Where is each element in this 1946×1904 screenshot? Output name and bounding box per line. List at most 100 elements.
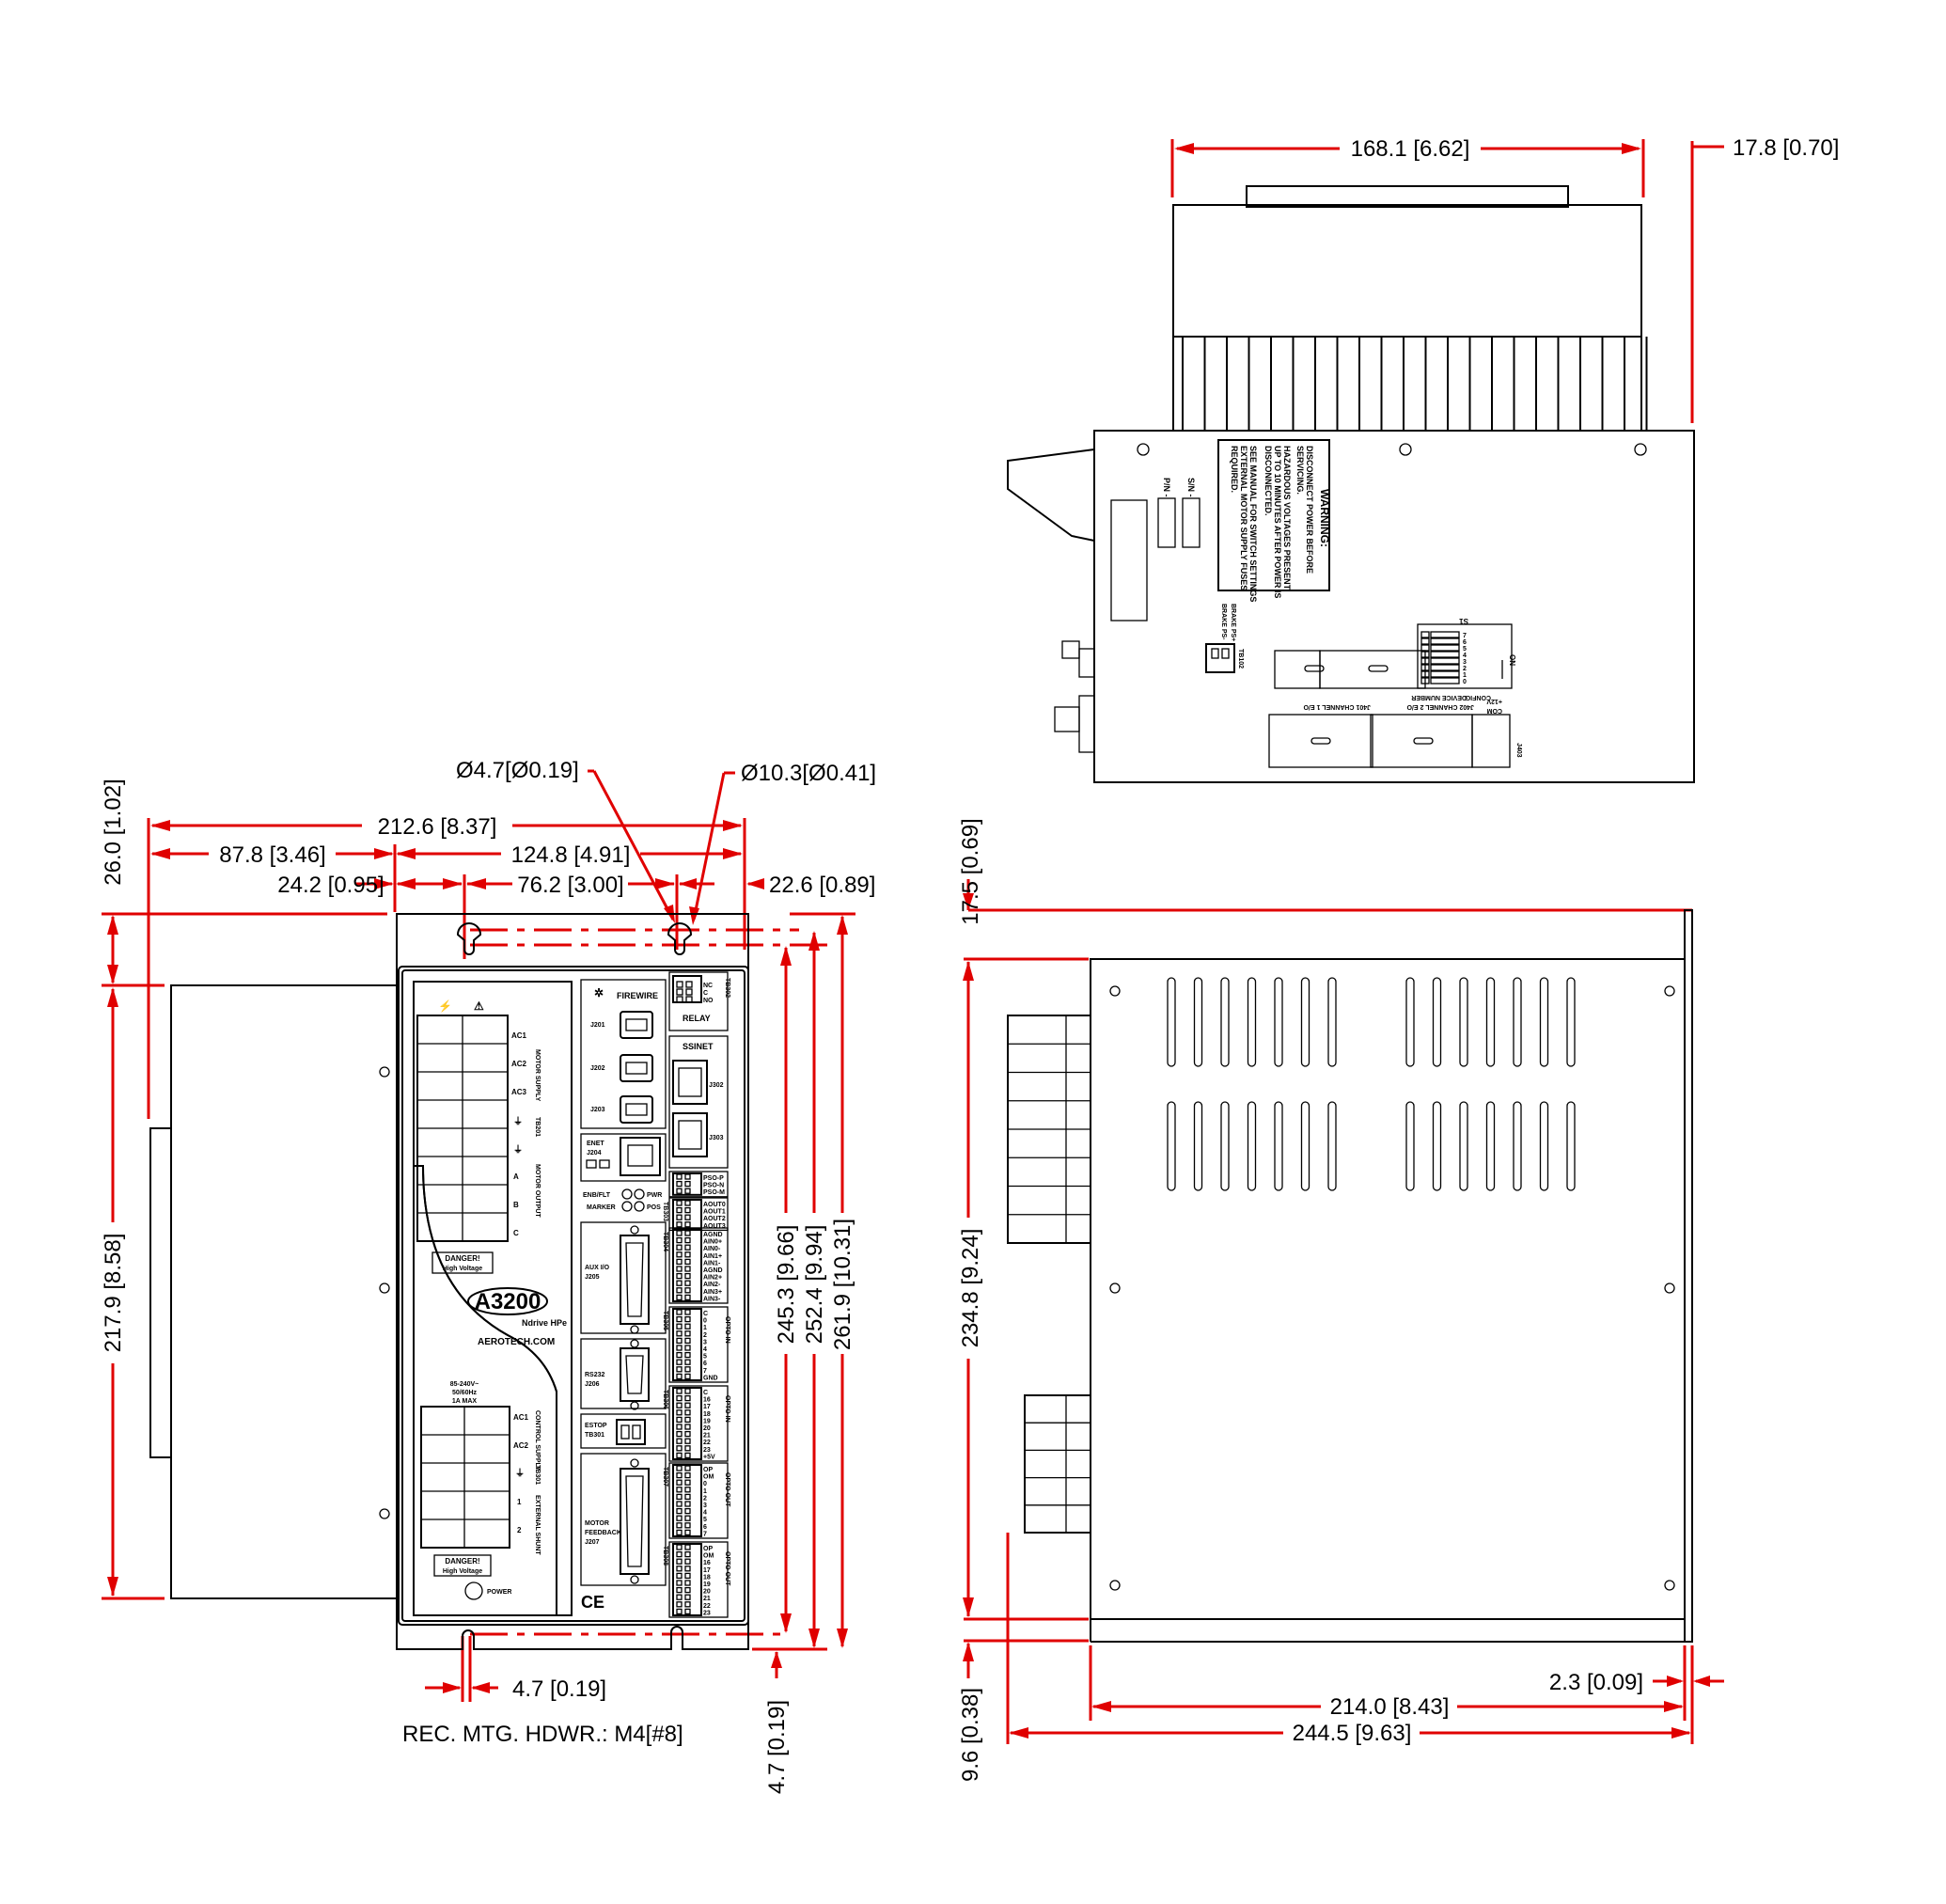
top-body	[1093, 430, 1695, 783]
terminal-pin	[684, 1330, 691, 1337]
warning-line: DISCONNECTED.	[1263, 446, 1273, 516]
terminal-pin	[676, 1230, 683, 1236]
terminal-pin	[684, 1337, 691, 1345]
ground-icon: ⏚	[513, 1116, 523, 1127]
high-voltage-text: High Voltage	[443, 1266, 482, 1272]
j201-port	[620, 1011, 653, 1039]
terminal-pin	[684, 1280, 691, 1286]
dip-cell	[1420, 670, 1430, 678]
tb301-terminal-block	[420, 1406, 510, 1549]
dim-front-hole-spacing: 76.2 [3.00]	[466, 873, 675, 898]
vent-slot	[1327, 977, 1337, 1067]
terminal-pin	[684, 1214, 691, 1220]
j204-label: J204	[587, 1150, 602, 1157]
sn-field	[1182, 497, 1201, 548]
feedback-label: FEEDBACK	[585, 1530, 621, 1536]
terminal-pin-label: PSO-N	[703, 1183, 724, 1189]
terminal-pin-label: 4	[703, 1346, 707, 1353]
terminal-pin	[676, 1402, 683, 1408]
dip-switch	[1430, 664, 1460, 671]
terminal-pin	[684, 1594, 691, 1600]
model-text: Ndrive HPe	[522, 1318, 567, 1328]
vent-slot	[1485, 1101, 1496, 1191]
terminal-pin	[684, 1272, 691, 1280]
control-supply-label: CONTROL SUPPLY	[534, 1410, 541, 1471]
terminal-pin	[684, 1366, 691, 1373]
dim-front-edge-to-hole-label: 24.2 [0.95]	[277, 873, 384, 898]
terminal-pin	[684, 1359, 691, 1365]
vent-slot	[1327, 1101, 1337, 1191]
warning-line: REQUIRED.	[1230, 446, 1239, 493]
terminal-pin-label: 17	[703, 1404, 711, 1410]
terminal-pin-label: 22	[703, 1440, 711, 1446]
j203-port	[620, 1095, 653, 1124]
power-label: POWER	[487, 1589, 511, 1596]
motor-c-label: C	[513, 1229, 519, 1237]
terminal-pin	[676, 1337, 683, 1345]
terminal-pin	[684, 1287, 691, 1294]
terminal-pin-label: 3	[703, 1503, 707, 1509]
vent-slot	[1539, 977, 1549, 1067]
terminal-pin-label: C	[703, 1311, 708, 1317]
terminal-pin-label: AOUT2	[703, 1216, 726, 1222]
dip-switch	[1430, 637, 1460, 645]
terminal-pin-label: 16	[703, 1397, 711, 1404]
terminal-pin	[676, 1345, 683, 1351]
dip-digit-label: 2	[1463, 666, 1467, 672]
warning-line: EXTERNAL MOTOR SUPPLY FUSES	[1239, 446, 1248, 590]
terminal-pin-label: OP	[703, 1467, 713, 1473]
terminal-pin	[684, 1438, 691, 1444]
terminal-pin-label: AIN0-	[703, 1246, 721, 1252]
terminal-pin	[684, 1345, 691, 1351]
terminal-pin	[676, 1487, 683, 1493]
terminal-pin	[684, 1558, 691, 1565]
terminal-pin	[684, 1550, 691, 1558]
terminal-strip-connector	[672, 1308, 702, 1381]
top-view: 168.1 [6.62] 17.8 [0.70]	[1007, 135, 1839, 783]
ac1-label: AC1	[511, 1031, 527, 1040]
tb301-estop-label: TB301	[585, 1432, 604, 1439]
terminal-pin	[676, 1280, 683, 1286]
brake-minus-label: BRAKE PS-	[1220, 604, 1227, 640]
terminal-pin	[684, 1507, 691, 1515]
terminal-strip	[668, 1306, 729, 1383]
terminal-pin-label: 7	[703, 1368, 707, 1375]
vent-slot	[1220, 1101, 1230, 1191]
dip-digit-label: 1	[1463, 672, 1467, 679]
warning-line: SEE MANUAL FOR SWITCH SETTINGS	[1248, 446, 1258, 602]
dim-front-hole-to-hole-label: 245.3 [9.66]	[774, 1225, 799, 1345]
j303-port	[672, 1112, 708, 1157]
motor-feedback-group	[580, 1453, 667, 1586]
terminal-strip-connector	[672, 1464, 702, 1537]
dim-front-heatsink-height-label: 217.9 [8.58]	[101, 1234, 126, 1353]
led	[634, 1188, 645, 1200]
j205-port	[620, 1235, 650, 1325]
plus12v-label: +12V	[1486, 698, 1502, 704]
terminal-pin	[676, 1601, 683, 1608]
terminal-pin	[685, 988, 693, 996]
tb302-label: TB302	[724, 978, 730, 998]
terminal-pin	[684, 1586, 691, 1594]
terminal-pin	[676, 1572, 683, 1580]
terminal-pin	[676, 1493, 683, 1501]
terminal-pin	[676, 1272, 683, 1280]
warning-title: WARNING:	[1318, 489, 1331, 547]
terminal-pin	[684, 1206, 691, 1214]
j205-label: J205	[585, 1274, 600, 1281]
dim-top-flange: 17.8 [0.70]	[1690, 135, 1839, 423]
terminal-pin-label: AOUT0	[703, 1202, 726, 1208]
front-heatsink	[170, 984, 398, 1599]
terminal-pin-label: GND	[703, 1375, 718, 1381]
dim-side-total-depth-label: 244.5 [9.63]	[1293, 1721, 1412, 1746]
terminal-pin-label: 23	[703, 1447, 711, 1454]
side-view: 17.5 [0.69] 234.8 [9.24] 9.6 [0.38]	[958, 818, 1724, 1782]
side-body	[1090, 958, 1686, 1620]
estop-connector	[616, 1419, 646, 1445]
led	[621, 1201, 633, 1212]
vent-slot	[1193, 1101, 1203, 1191]
j302-label: J302	[709, 1082, 724, 1089]
vent-slot	[1247, 1101, 1257, 1191]
terminal-pin	[684, 1315, 691, 1323]
vent-slot	[1167, 1101, 1176, 1191]
